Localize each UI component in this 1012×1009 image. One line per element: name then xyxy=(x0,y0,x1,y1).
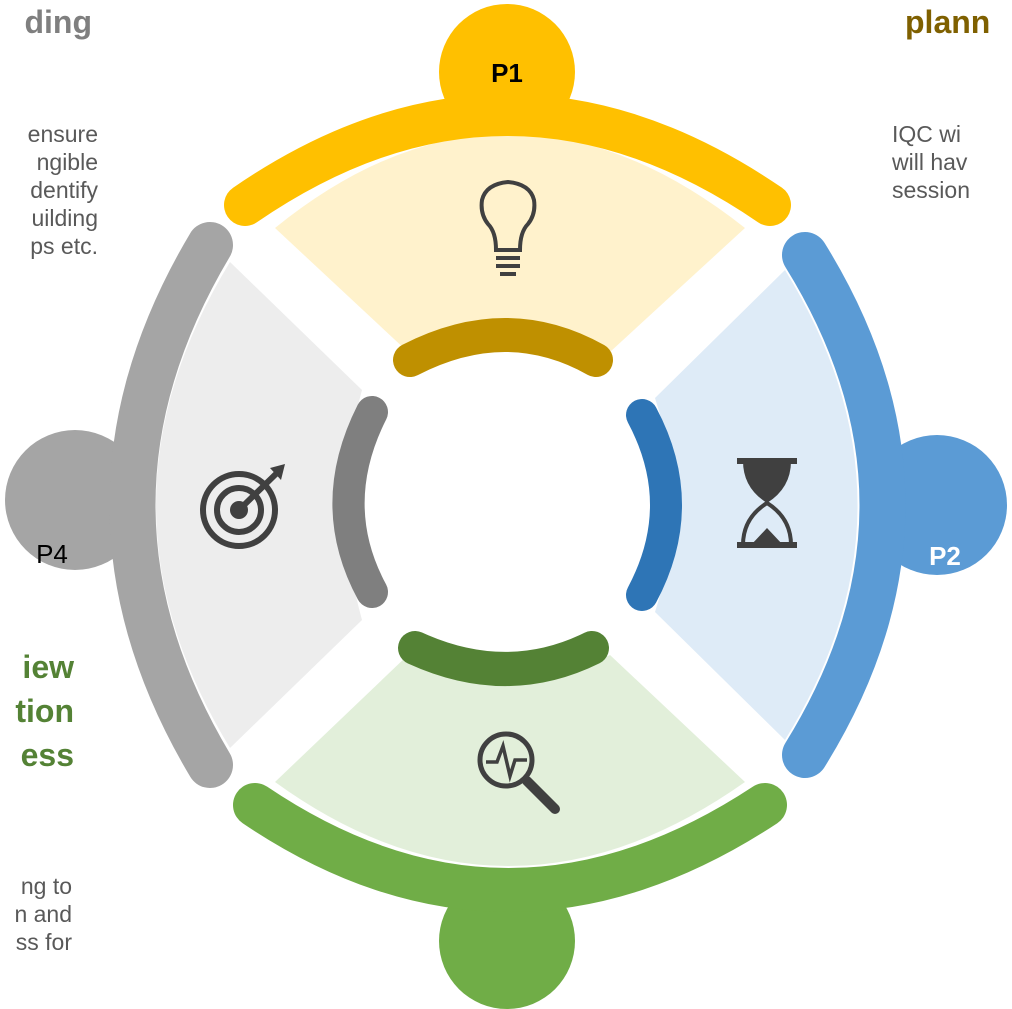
left-bottom-body: ng to n and ss for xyxy=(0,872,72,956)
left-top-body-line: ensure xyxy=(27,121,98,147)
p2-label: P2 xyxy=(929,541,961,571)
left-bottom-heading: iew tion ess xyxy=(0,645,74,777)
left-bottom-heading-line: iew xyxy=(22,649,74,685)
p3-outer-arc xyxy=(233,783,787,912)
segment-p2: P2 xyxy=(626,232,1007,778)
p1-inner-arc xyxy=(393,318,613,377)
left-bottom-heading-line: ess xyxy=(20,737,74,773)
left-bottom-heading-line: tion xyxy=(15,693,74,729)
right-top-heading: plann xyxy=(905,4,991,40)
p3-inner-arc xyxy=(398,631,609,686)
segment-p1: P1 xyxy=(224,4,791,377)
p4-tab xyxy=(5,430,145,570)
p3-panel xyxy=(275,655,745,866)
left-top-body-line: dentify xyxy=(30,177,98,203)
left-top-body-line: ps etc. xyxy=(30,233,98,259)
p4-label: P4 xyxy=(36,539,68,569)
segment-p3 xyxy=(233,631,787,1009)
right-top-body-line: will hav xyxy=(892,149,968,175)
p2-inner-arc xyxy=(626,399,682,611)
p2-panel xyxy=(655,270,858,740)
p4-outer-arc xyxy=(109,222,233,788)
target-icon xyxy=(200,464,285,549)
left-bottom-body-line: ss for xyxy=(15,929,72,955)
right-top-body: IQC wi will hav session xyxy=(892,120,1012,204)
left-top-body-line: uilding xyxy=(31,205,99,231)
left-top-body: ensure ngible dentify uilding ps etc. xyxy=(0,120,98,260)
p2-outer-arc xyxy=(782,232,906,778)
p4-inner-arc xyxy=(332,396,388,608)
p1-panel xyxy=(275,134,745,352)
segment-p4: P4 xyxy=(5,222,388,788)
p1-label: P1 xyxy=(491,58,523,88)
magnifier-pulse-icon xyxy=(477,731,560,814)
p1-outer-arc xyxy=(224,94,791,226)
hourglass-icon xyxy=(737,458,797,548)
right-top-body-line: IQC wi xyxy=(892,121,961,147)
left-bottom-body-line: ng to xyxy=(20,873,72,899)
right-top-body-line: session xyxy=(892,177,970,203)
left-bottom-body-line: n and xyxy=(14,901,72,927)
left-top-heading: ding xyxy=(24,4,92,40)
left-top-body-line: ngible xyxy=(36,149,98,175)
lightbulb-icon xyxy=(479,179,537,276)
